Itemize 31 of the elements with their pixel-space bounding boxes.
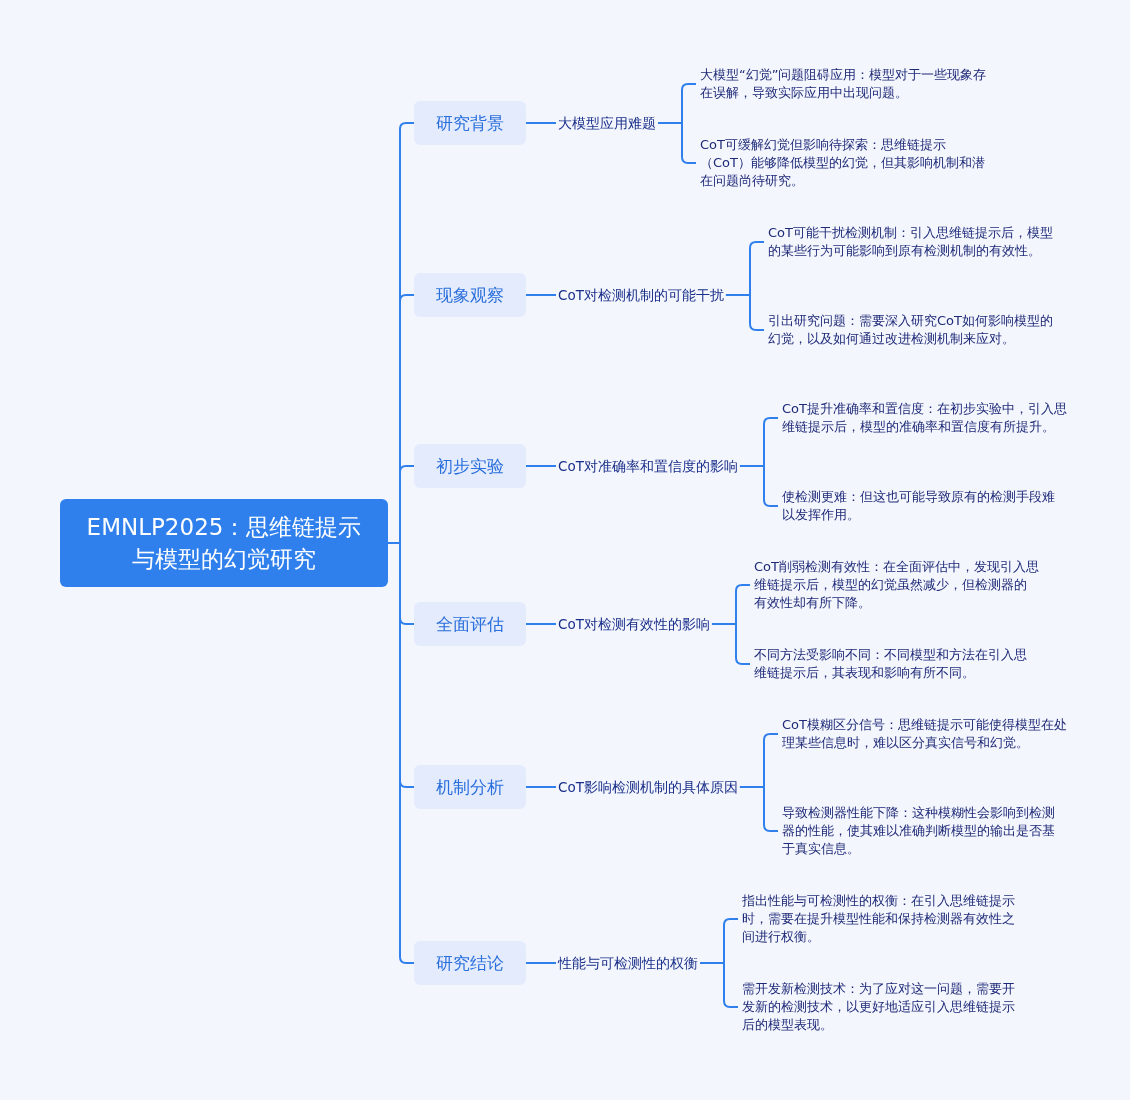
topic-box: 研究结论 (414, 941, 526, 985)
detail-text: CoT可缓解幻觉但影响待探索：思维链提示（CoT）能够降低模型的幻觉，但其影响机制和潜在问题尚待研究。 (700, 136, 990, 190)
subtopic-text: CoT对检测有效性的影响 (556, 615, 712, 633)
connector-line (525, 465, 557, 467)
detail-text: CoT可能干扰检测机制：引入思维链提示后，模型的某些行为可能影响到原有检测机制的有效性。 (768, 224, 1058, 260)
root-box: EMNLP2025：思维链提示与模型的幻觉研究 (60, 499, 388, 587)
subtopic-text: CoT对准确率和置信度的影响 (556, 457, 740, 475)
detail-text: 指出性能与可检测性的权衡：在引入思维链提示时，需要在提升模型性能和保持检测器有效性之间进行权衡。 (742, 892, 1027, 946)
connector-line (525, 122, 557, 124)
subtopic-text: 大模型应用难题 (556, 114, 658, 132)
topic-box: 初步实验 (414, 444, 526, 488)
detail-text: 使检测更难：但这也可能导致原有的检测手段难以发挥作用。 (782, 488, 1067, 524)
detail-text: 大模型“幻觉”问题阻碍应用：模型对于一些现象存在误解，导致实际应用中出现问题。 (700, 66, 990, 102)
subtopic-text: CoT影响检测机制的具体原因 (556, 778, 740, 796)
subtopic-text: CoT对检测机制的可能干扰 (556, 286, 726, 304)
detail-text: 引出研究问题：需要深入研究CoT如何影响模型的幻觉，以及如何通过改进检测机制来应对。 (768, 312, 1058, 348)
detail-text: 需开发新检测技术：为了应对这一问题，需要开发新的检测技术，以更好地适应引入思维链提示后的模型表现。 (742, 980, 1027, 1034)
connector-line (525, 786, 557, 788)
connector-line (525, 294, 557, 296)
detail-text: CoT提升准确率和置信度：在初步实验中，引入思维链提示后，模型的准确率和置信度有所提升。 (782, 400, 1067, 436)
connector-line (525, 623, 557, 625)
detail-text: 导致检测器性能下降：这种模糊性会影响到检测器的性能，使其难以准确判断模型的输出是否基于真实信息。 (782, 804, 1067, 858)
subtopic-text: 性能与可检测性的权衡 (556, 954, 700, 972)
connector-line (525, 962, 557, 964)
topic-box: 研究背景 (414, 101, 526, 145)
detail-text: 不同方法受影响不同：不同模型和方法在引入思维链提示后，其表现和影响有所不同。 (754, 646, 1039, 682)
topic-box: 现象观察 (414, 273, 526, 317)
detail-text: CoT模糊区分信号：思维链提示可能使得模型在处理某些信息时，难以区分真实信号和幻觉。 (782, 716, 1067, 752)
topic-box: 全面评估 (414, 602, 526, 646)
detail-text: CoT削弱检测有效性：在全面评估中，发现引入思维链提示后，模型的幻觉虽然减少，但检测器的有效性却有所下降。 (754, 558, 1039, 612)
topic-box: 机制分析 (414, 765, 526, 809)
